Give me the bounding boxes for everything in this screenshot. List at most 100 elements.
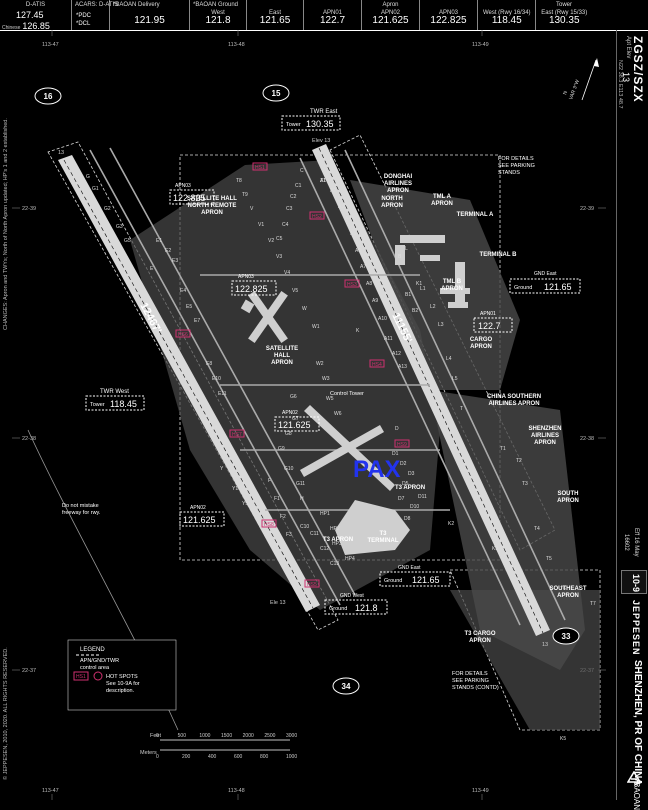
scale-feet-tick: 1500 <box>221 733 232 739</box>
ele-34: Ele 13 <box>270 600 286 606</box>
taxiway-label-t1: T1 <box>500 446 506 452</box>
runway-elevations: 13 Ele 13 Elev 13 13 <box>58 138 548 648</box>
label-satellite-hall-1: SATELLITE <box>266 346 298 352</box>
taxiway-label-t9: T9 <box>242 192 248 198</box>
airport-name: BAOAN <box>632 782 641 810</box>
label-shenzhen-airlines-3: APRON <box>534 440 556 446</box>
label-t3-terminal-2: TERMINAL <box>368 538 399 544</box>
runway-34-badge: 34 <box>332 677 360 695</box>
taxiway-label-hp4: HP4 <box>345 556 355 562</box>
hot-spot-2: HS2 <box>312 214 322 220</box>
apn02-freq: 121.625 <box>372 15 409 26</box>
lon-bottom-2: 113-48 <box>228 788 245 794</box>
delivery-freq: 121.95 <box>134 15 165 26</box>
label-china-southern-2: AIRLINES APRON <box>488 401 539 407</box>
legend-item1-line2: control area <box>80 665 110 671</box>
taxiway-label-t7: T7 <box>590 601 596 607</box>
taxiway-label-d1: D1 <box>392 451 399 457</box>
ele-15: Elev 13 <box>312 138 330 144</box>
tower-east-freq: 130.35 <box>548 15 580 26</box>
scale-feet-tick: 2500 <box>264 733 275 739</box>
ground-east-label: East <box>268 10 281 16</box>
taxiway-label-t6: T6 <box>560 586 566 592</box>
taxiway-label-w2: W2 <box>316 361 324 367</box>
taxiway-label-d2: D2 <box>400 461 407 467</box>
taxiway-label-f2: F2 <box>280 514 286 520</box>
label-t3-cargo-2: APRON <box>469 638 491 644</box>
hot-spot-3: HS3 <box>347 282 357 288</box>
taxiway-label-z1: Z1 <box>320 178 326 184</box>
taxiway-label-d3: D3 <box>408 471 415 477</box>
lon-bottom-3: 113-49 <box>472 788 489 794</box>
taxiway-label-l1: L1 <box>420 286 426 292</box>
taxiway-label-f: F <box>268 478 271 484</box>
gnd-east-bottom-freq: 121.65 <box>412 575 440 585</box>
taxiway-label-b1: B1 <box>405 292 411 298</box>
gnd-east-bottom-box: GND East Ground 121.65 <box>379 565 451 587</box>
label-t3-apron-east: T3 APRON <box>395 485 425 491</box>
taxiway-label-t2: T2 <box>516 458 522 464</box>
taxiway-label-g8: G8 <box>285 431 292 437</box>
atis-chinese-tag: Chinese <box>2 25 21 31</box>
ground-west-freq: 121.8 <box>205 15 231 26</box>
ground-header: *BAOAN Ground <box>193 2 239 8</box>
label-southeast-apron-2: APRON <box>557 593 579 599</box>
hot-spot-1: HS1 <box>255 165 265 171</box>
taxiway-label-v4: V4 <box>284 270 290 276</box>
taxiway-label-w1: W1 <box>312 324 320 330</box>
taxiway-label-g9: G9 <box>278 446 285 452</box>
taxiway-label-k: K <box>356 328 360 334</box>
taxiway-label-e10: E10 <box>212 376 221 382</box>
effective-date: Eff 16 May <box>633 528 639 557</box>
label-southeast-apron-1: SOUTHEAST <box>549 586 586 592</box>
label-shenzhen-airlines-1: SHENZHEN <box>528 426 561 432</box>
scale-feet-tick: 500 <box>178 733 187 739</box>
ele-33: 13 <box>542 642 548 648</box>
atis-label: D-ATIS <box>25 2 46 8</box>
taxiway-label-w6: W6 <box>334 411 342 417</box>
taxiway-label-b: B <box>398 254 402 260</box>
ground-east-cell: East 121.65 <box>246 0 303 30</box>
parking-top-1: FOR DETAILS <box>498 156 534 162</box>
taxiway-label-y1: Y1 <box>232 486 238 492</box>
magnetic-variation: VAR 3°W <box>568 79 581 101</box>
apn03-freq: 122.825 <box>430 15 467 26</box>
hot-spot-5: HS5 <box>307 582 317 588</box>
scale-meter-tick: 1000 <box>286 754 297 760</box>
taxiway-label-v5: V5 <box>292 288 298 294</box>
taxiway-label-v2: V2 <box>268 238 274 244</box>
label-donghai-2: AIRLINES <box>384 181 412 187</box>
legend-item2-line1: HOT SPOTS <box>106 674 138 680</box>
apn02-box-a: APN02 121.625 <box>274 410 320 432</box>
twr-west-box: TWR West Tower 118.45 <box>85 389 145 411</box>
taxiway-label-c: C <box>300 168 304 174</box>
apn03-label: APN03 <box>438 10 458 16</box>
legend-item2-line2: See 10-9A for <box>106 681 140 687</box>
label-north-apron-1: NORTH <box>381 196 402 202</box>
ground-west-cell: West 121.8 <box>190 0 246 30</box>
label-satellite-north-2: NORTH REMOTE <box>188 203 237 209</box>
control-tower-label: Control Tower <box>330 391 364 397</box>
scale-feet-tick: 0 <box>156 733 159 739</box>
taxiway-label-t5: T5 <box>546 556 552 562</box>
acars-dcl: *DCL <box>76 21 91 27</box>
parking-bottom-3: STANDS (CONTD) <box>452 685 499 691</box>
gnd-west-freq: 121.8 <box>355 603 378 613</box>
runway-33-label: 33 <box>562 632 571 641</box>
freeway-note-2: freeway for rwy. <box>62 510 101 516</box>
runway-15-label: 15 <box>272 89 281 98</box>
apn02-b-freq: 121.625 <box>183 515 216 525</box>
taxiway-label-l4: L4 <box>446 356 452 362</box>
taxiway-label-d11: D11 <box>418 494 427 500</box>
twr-east-freq: 130.35 <box>306 119 334 129</box>
taxiway-label-c4: C4 <box>282 222 289 228</box>
tower-west-cell: West (Rwy 16/34) 118.45 <box>478 0 535 30</box>
runway-16-label: 16 <box>44 92 53 101</box>
parking-bottom-2: SEE PARKING <box>452 678 489 684</box>
acars-cell: ACARS: D-ATIS *PDC *DCL <box>72 0 118 30</box>
taxiway-label-l2: L2 <box>430 304 436 310</box>
taxiway-label-hp1: HP1 <box>320 511 330 517</box>
taxiway-label-k3: K3 <box>492 546 498 552</box>
hot-spot-markers: HS1 HS2 HS3 HS4 HS5 HS6 HS7 HS8 HS9 <box>175 162 410 588</box>
